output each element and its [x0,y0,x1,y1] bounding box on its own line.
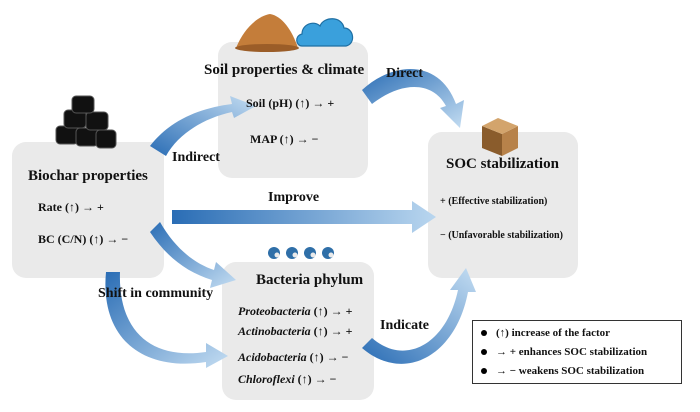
biochar-to-bacteria-arrow [150,222,236,288]
chloroflexi-row: Chloroflexi (↑) → − [238,372,337,386]
bullet-icon [481,349,487,356]
soc-box-title: SOC stabilization [446,156,559,172]
direct-arrow [362,69,464,128]
bullet-icon [481,368,487,375]
box-cube-icon [482,118,518,156]
indicate-arrow [362,268,476,364]
soil-box-title: Soil properties & climate [204,62,365,78]
bacteria-box-title: Bacteria phylum [256,272,364,288]
bullet-icon [481,330,487,337]
effective-line: + (Effective stabilization) [440,196,548,207]
rate-line: Rate (↑) → + [38,200,104,214]
bc-cn-line: BC (C/N) (↑) → − [38,232,129,246]
biochar-pile-icon [55,95,117,149]
acidobacteria-row: Acidobacteria (↑) → − [238,350,349,364]
shift-in-community-arrow [105,272,228,368]
actinobacteria-row: Actinobacteria (↑) → + [238,324,353,338]
indicate-label: Indicate [380,318,429,333]
soil-pile-icon [235,14,299,52]
indirect-label: Indirect [172,150,220,165]
map-line: MAP (↑) → − [250,132,319,146]
soil-ph-line: Soil (pH) (↑) → + [246,96,335,110]
legend-item: → + enhances SOC stabilization [481,346,647,358]
direct-label: Direct [386,66,424,81]
biochar-properties-box [12,142,164,278]
improve-label: Improve [268,190,320,205]
cloud-icon [296,18,354,47]
legend-item: (↑) increase of the factor [481,327,610,339]
indirect-arrow [150,96,256,156]
bacteria-phylum-box [222,262,374,400]
legend-item: → − weakens SOC stabilization [481,365,644,377]
legend-box: (↑) increase of the factor → + enhances … [472,320,682,384]
unfavorable-line: − (Unfavorable stabilization) [440,230,563,241]
soc-stabilization-box [428,132,578,278]
shift-in-community-label: Shift in community [98,286,214,301]
proteobacteria-row: Proteobacteria (↑) → + [238,304,353,318]
biochar-box-title: Biochar properties [28,168,148,184]
improve-arrow [172,201,436,233]
